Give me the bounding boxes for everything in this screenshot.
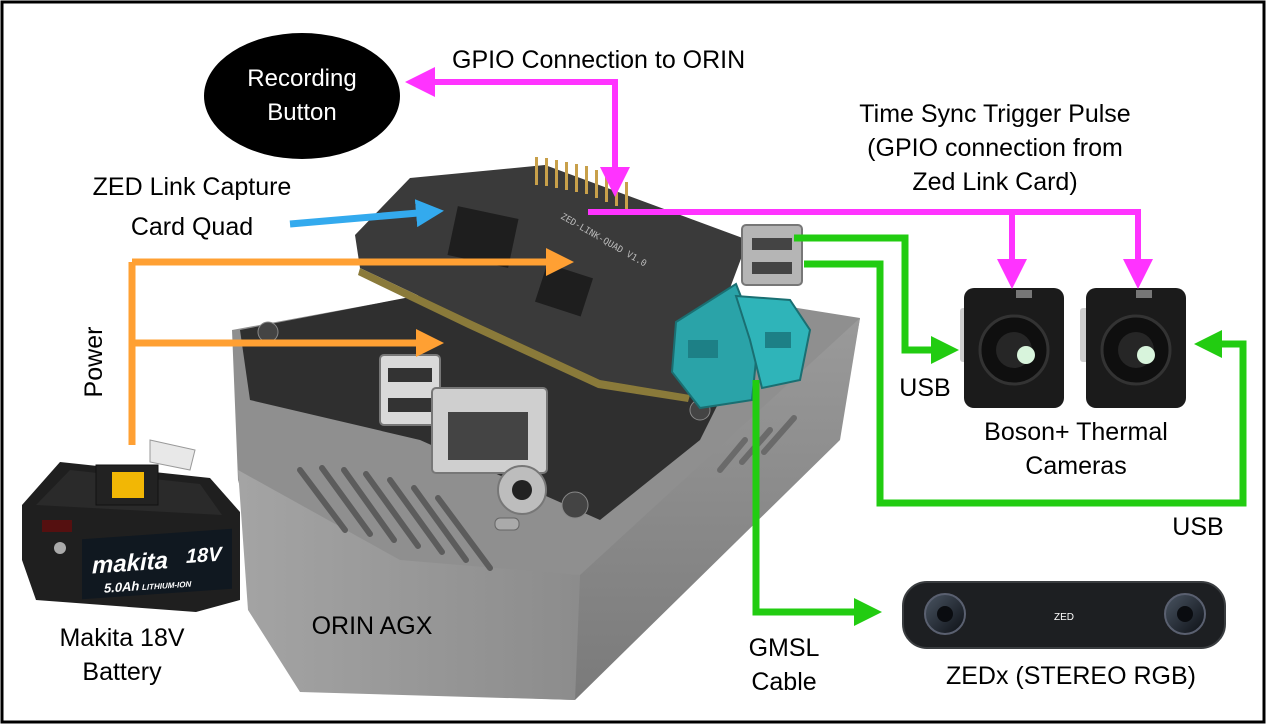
- usb-arrow-camera-1: [794, 234, 959, 364]
- boson-label-2: Cameras: [1025, 452, 1126, 480]
- orin-front-face: [238, 470, 580, 700]
- zedx-brand-text: ZED: [1054, 612, 1074, 623]
- time-sync-label-3: Zed Link Card): [912, 168, 1077, 196]
- boson-label-1: Boson+ Thermal: [984, 418, 1168, 446]
- gmsl-label-2: Cable: [751, 668, 816, 696]
- orin-side-face: [575, 318, 860, 700]
- card-main-chip: [447, 206, 519, 268]
- battery-capacity-text: 5.0Ah: [104, 578, 139, 595]
- battery-chem-text: LITHIUM-ION: [142, 580, 191, 592]
- time-sync-arrow: [588, 209, 1153, 289]
- card-deserializer-chip: [534, 263, 594, 317]
- usb-c-port: [494, 517, 520, 531]
- zed-link-arrow: [289, 199, 444, 228]
- usb-label-left: USB: [899, 374, 950, 402]
- time-sync-label-2: (GPIO connection from: [867, 134, 1123, 162]
- usb-label-right: USB: [1172, 513, 1223, 541]
- power-label: Power: [80, 327, 108, 398]
- makita-label-1: Makita 18V: [59, 624, 184, 652]
- zed-link-capture-card: ZED-LINK-QUAD V1.0: [355, 157, 812, 410]
- gmsl-label-1: GMSL: [749, 634, 820, 662]
- battery-brand-text: makita: [92, 547, 168, 579]
- vent-slots: [297, 465, 493, 571]
- battery-indicator: [42, 520, 72, 532]
- gpio-orin-arrow: [405, 67, 630, 197]
- zedx-stereo-camera: ZED: [902, 581, 1226, 649]
- zedx-label: ZEDx (STEREO RGB): [946, 662, 1196, 690]
- recording-button-label-2: Button: [267, 99, 336, 126]
- boson-thermal-camera-2: [1080, 288, 1186, 408]
- card-usb-port-block: [741, 224, 803, 286]
- battery-handle: [149, 439, 196, 471]
- battery-label-band: [82, 528, 232, 600]
- gmsl-cable-arrow: [752, 380, 882, 626]
- time-sync-label-1: Time Sync Trigger Pulse: [859, 100, 1130, 128]
- makita-label-2: Battery: [82, 658, 162, 686]
- battery-latch-button: [112, 472, 144, 498]
- usb-arrow-camera-2: [804, 260, 1247, 507]
- gpio-orin-label: GPIO Connection to ORIN: [452, 46, 745, 74]
- makita-battery: makita 18V 5.0Ah LITHIUM-ION: [22, 439, 240, 612]
- battery-voltage-text: 18V: [186, 543, 223, 568]
- boson-thermal-camera-1: [960, 288, 1064, 408]
- zed-link-label-2: Card Quad: [131, 213, 253, 241]
- recording-button: [204, 33, 400, 159]
- zed-link-label-1: ZED Link Capture: [93, 173, 292, 201]
- orin-label: ORIN AGX: [312, 612, 433, 640]
- recording-button-label-1: Recording: [247, 65, 356, 92]
